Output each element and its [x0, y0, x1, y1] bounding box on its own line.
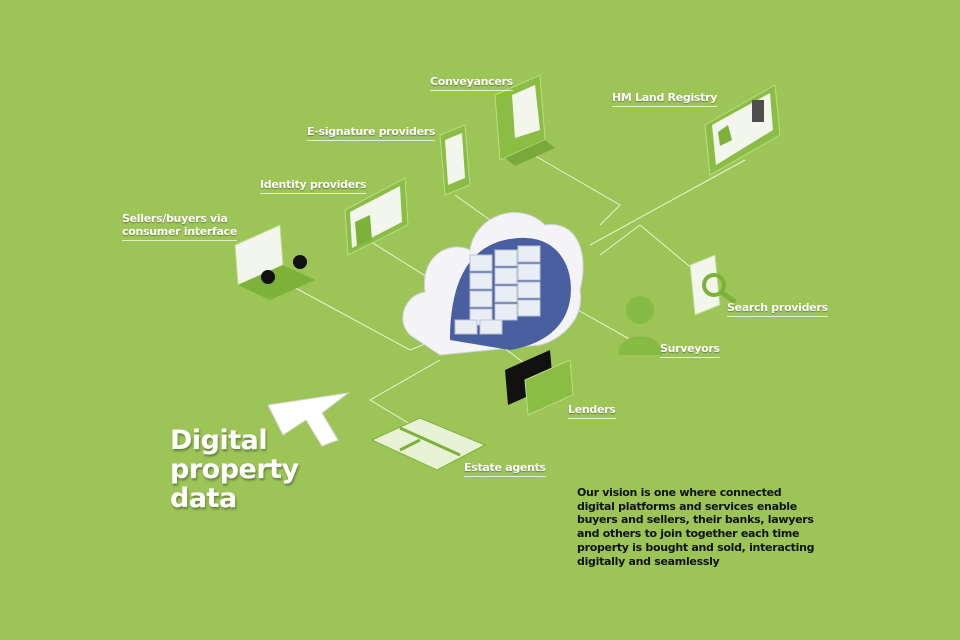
- connector-land-registry: [589, 159, 746, 246]
- label-hm-land-registry: HM Land Registry: [612, 91, 717, 107]
- pointer-arrow-icon: [267, 392, 350, 447]
- id-card-icon: [344, 177, 409, 256]
- surveyor-person-icon: [618, 296, 662, 355]
- label-search-providers: Search providers: [727, 301, 828, 317]
- floor-plan-icon: [370, 417, 487, 471]
- label-estate-agents: Estate agents: [464, 461, 546, 477]
- label-identity-providers: Identity providers: [260, 178, 367, 194]
- label-line: Sellers/buyers via: [122, 212, 228, 225]
- title-line: Digital: [170, 425, 268, 456]
- connector-search: [599, 224, 701, 276]
- label-sellers-buyers: Sellers/buyers via consumer interface: [122, 212, 237, 241]
- monitor-document-icon: [494, 74, 555, 166]
- title-line: property: [170, 454, 299, 485]
- search-document-icon: [689, 254, 737, 316]
- phone-signature-icon: [439, 124, 471, 196]
- label-line: consumer interface: [122, 225, 237, 238]
- title-line: data: [170, 483, 237, 514]
- connector-esignature: [454, 194, 491, 221]
- label-lenders: Lenders: [568, 403, 616, 419]
- credit-cards-icon: [505, 350, 574, 416]
- connector-conveyancers: [524, 149, 621, 226]
- page-title: Digital property data: [170, 426, 299, 513]
- laptop-users-icon: [234, 224, 315, 300]
- label-e-signature-providers: E-signature providers: [307, 125, 435, 141]
- connector-estate-agents: [369, 359, 441, 431]
- cloud-server-icon: [402, 212, 584, 356]
- vision-statement: Our vision is one where connected digita…: [577, 486, 815, 568]
- tablet-property-icon: [704, 84, 781, 176]
- label-conveyancers: Conveyancers: [430, 75, 513, 91]
- label-surveyors: Surveyors: [660, 342, 720, 358]
